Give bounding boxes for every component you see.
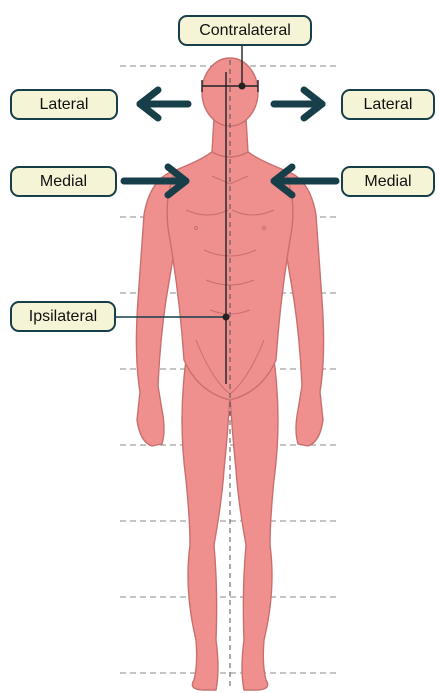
contralateral-dot: [239, 83, 246, 90]
medial-right-label: Medial: [341, 166, 435, 197]
ipsilateral-dot: [223, 314, 230, 321]
arrow-right-icon: [274, 90, 322, 118]
right-leg: [230, 360, 278, 690]
medial-left-label: Medial: [10, 166, 117, 197]
contralateral-label: Contralateral: [178, 15, 312, 46]
ipsilateral-label: Ipsilateral: [10, 301, 116, 332]
left-leg: [182, 360, 230, 690]
arrow-left-icon: [140, 90, 188, 118]
lateral-left-label: Lateral: [10, 89, 118, 120]
lateral-right-label: Lateral: [341, 89, 435, 120]
